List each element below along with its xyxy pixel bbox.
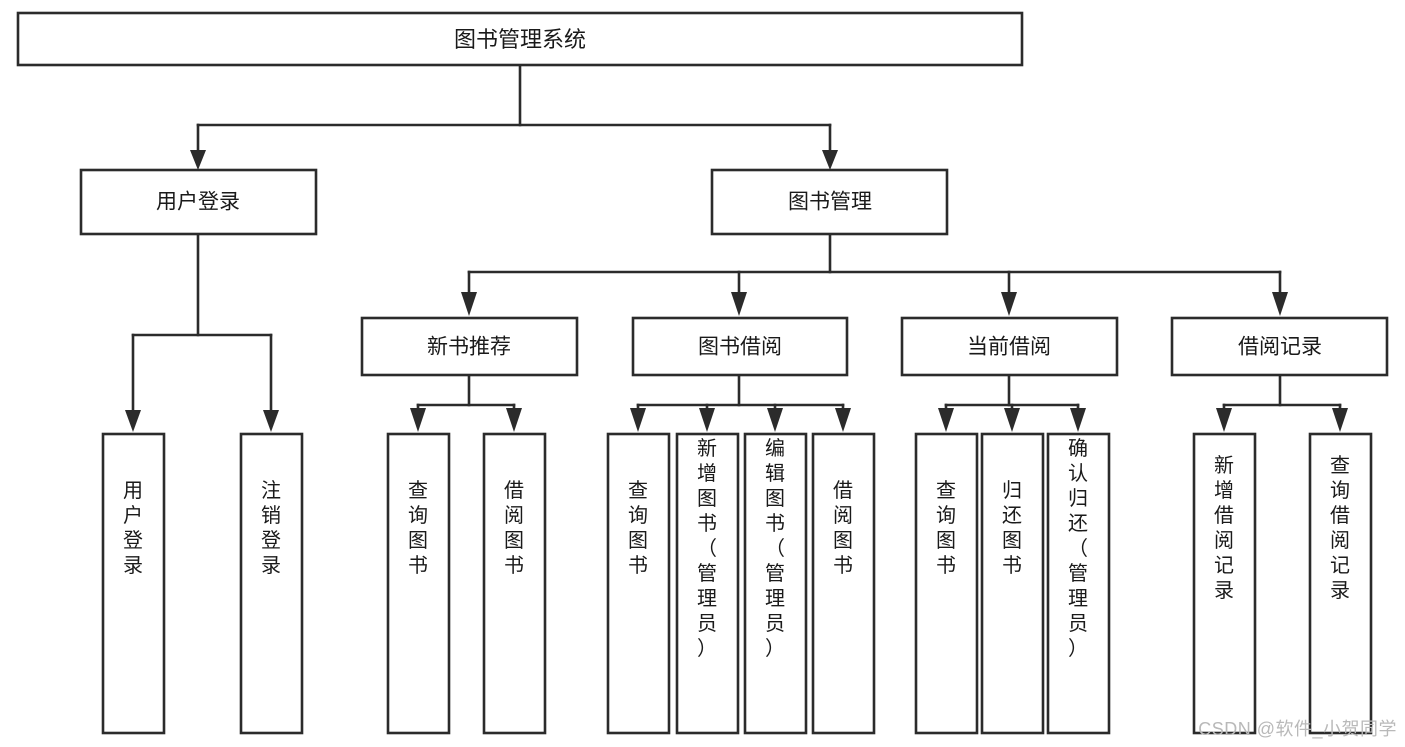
arrow-head-leaf-confirm-return [1070,408,1086,432]
node-leaf-user-login[interactable]: 用户登录 [101,432,166,735]
node-leaf-add-record-box[interactable] [1192,432,1257,735]
node-borrow-record[interactable]: 借阅记录 [1170,316,1389,377]
node-leaf-user-login-label: 用户登录 [123,480,143,577]
node-leaf-add-book-box[interactable] [675,432,740,735]
arrow-head-leaf-user-login [125,410,141,432]
csdn-watermark: CSDN @软件_小贺同学 [1198,719,1397,739]
node-book-borrow[interactable]: 图书借阅 [631,316,849,377]
node-book-manage-label: 图书管理 [788,191,872,214]
node-user-login-label: 用户登录 [156,191,240,214]
node-leaf-return-book-label: 归还图书 [1002,479,1022,577]
node-borrow-record-label: 借阅记录 [1238,336,1322,359]
arrow-head-leaf-borrow-book-2 [835,408,851,432]
node-leaf-query-book-3-box[interactable] [914,432,979,735]
node-current-borrow-label: 当前借阅 [967,336,1051,359]
node-leaf-return-book[interactable]: 归还图书 [980,432,1045,735]
node-leaf-confirm-return-label: 确认归还（管理员） [1068,437,1088,660]
arrow-head-leaf-return-book [1004,408,1020,432]
node-root-label: 图书管理系统 [454,27,586,52]
arrow-head-book-manage [822,150,838,170]
arrow-head-leaf-query-record [1332,408,1348,432]
node-leaf-query-record[interactable]: 查询借阅记录 [1308,432,1373,735]
node-root-box[interactable] [16,11,1024,67]
node-leaf-query-book-1[interactable]: 查询图书 [386,432,451,735]
node-new-book-recommend-box[interactable] [360,316,579,377]
node-leaf-query-book-3[interactable]: 查询图书 [914,432,979,735]
node-leaf-borrow-book-1-box[interactable] [482,432,547,735]
arrow-head-leaf-edit-book [767,408,783,432]
node-leaf-borrow-book-1[interactable]: 借阅图书 [482,432,547,735]
node-leaf-query-record-label: 查询借阅记录 [1330,454,1350,602]
node-leaf-query-book-1-box[interactable] [386,432,451,735]
node-root[interactable]: 图书管理系统 [16,11,1024,67]
node-leaf-borrow-book-1-label: 借阅图书 [504,479,524,577]
node-leaf-query-book-2-box[interactable] [606,432,671,735]
node-leaf-logout-login-box[interactable] [239,432,304,735]
node-book-borrow-box[interactable] [631,316,849,377]
node-leaf-borrow-book-2-label: 借阅图书 [833,479,853,577]
arrow-head-new-book-recommend [461,292,477,316]
node-leaf-logout-login[interactable]: 注销登录 [239,432,304,735]
connector-layer [125,63,1348,432]
arrow-head-leaf-add-record [1216,408,1232,432]
arrow-head-leaf-borrow-book-1 [506,408,522,432]
node-leaf-query-book-2[interactable]: 查询图书 [606,432,671,735]
arrow-head-leaf-query-book-2 [630,408,646,432]
node-leaf-edit-book[interactable]: 编辑图书（管理员） [743,432,808,735]
node-book-borrow-label: 图书借阅 [698,336,782,359]
node-user-login-box[interactable] [79,168,318,236]
node-leaf-confirm-return[interactable]: 确认归还（管理员） [1046,432,1111,735]
node-leaf-query-book-3-label: 查询图书 [936,479,956,577]
node-leaf-edit-book-label: 编辑图书（管理员） [765,437,785,660]
node-borrow-record-box[interactable] [1170,316,1389,377]
node-leaf-borrow-book-2[interactable]: 借阅图书 [811,432,876,735]
arrow-head-leaf-logout-login [263,410,279,432]
node-leaf-user-login-box[interactable] [101,432,166,735]
node-book-manage[interactable]: 图书管理 [710,168,949,236]
node-user-login[interactable]: 用户登录 [79,168,318,236]
arrow-head-book-borrow [731,292,747,316]
arrow-head-current-borrow [1001,292,1017,316]
arrow-head-leaf-add-book [699,408,715,432]
arrow-head-leaf-query-book-1 [410,408,426,432]
node-leaf-return-book-box[interactable] [980,432,1045,735]
node-current-borrow-box[interactable] [900,316,1119,377]
node-new-book-recommend-label: 新书推荐 [427,336,511,359]
node-leaf-add-book[interactable]: 新增图书（管理员） [675,432,740,735]
node-current-borrow[interactable]: 当前借阅 [900,316,1119,377]
node-leaf-add-record-label: 新增借阅记录 [1214,454,1234,602]
node-leaf-logout-login-label: 注销登录 [261,479,281,577]
node-leaf-add-book-label: 新增图书（管理员） [697,437,717,660]
node-leaf-query-record-box[interactable] [1308,432,1373,735]
node-leaf-borrow-book-2-box[interactable] [811,432,876,735]
node-leaf-query-book-1-label: 查询图书 [408,479,428,577]
arrow-head-leaf-query-book-3 [938,408,954,432]
arrow-head-user-login [190,150,206,170]
node-leaf-query-book-2-label: 查询图书 [628,479,648,577]
arrow-head-borrow-record [1272,292,1288,316]
node-leaf-add-record[interactable]: 新增借阅记录 [1192,432,1257,735]
node-book-manage-box[interactable] [710,168,949,236]
node-leaf-edit-book-box[interactable] [743,432,808,735]
node-new-book-recommend[interactable]: 新书推荐 [360,316,579,377]
node-leaf-confirm-return-box[interactable] [1046,432,1111,735]
